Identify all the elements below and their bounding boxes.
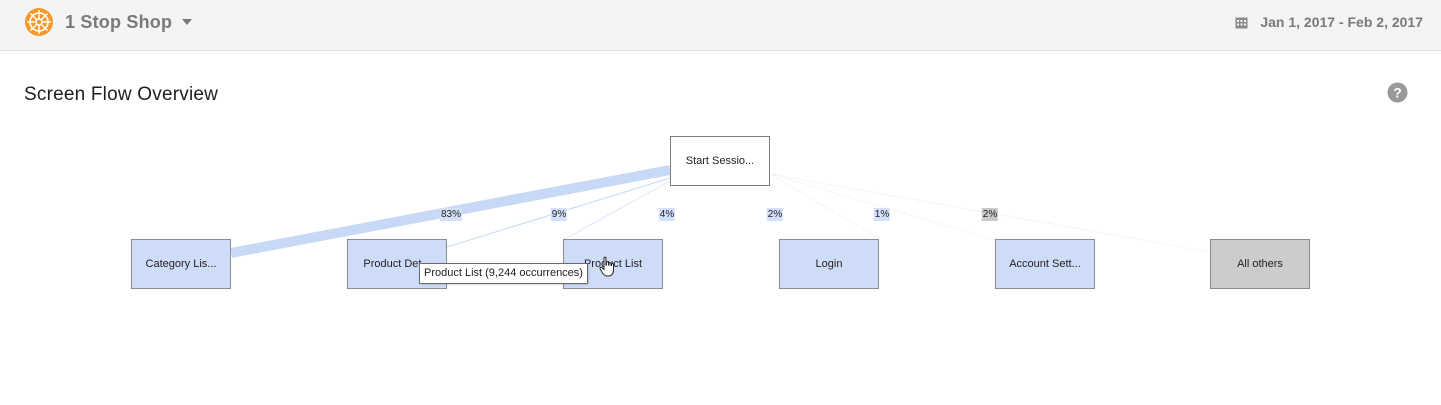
app-logo-icon[interactable] [24, 7, 54, 37]
page-title: Screen Flow Overview [24, 84, 219, 105]
link-percent-product-list: 4% [658, 208, 676, 221]
link-account-settings [769, 173, 996, 241]
link-percent-login: 2% [766, 208, 784, 221]
link-percent-account-settings: 1% [873, 208, 891, 221]
node-tooltip: Product List (9,244 occurrences) [419, 263, 588, 284]
date-range-picker[interactable]: Jan 1, 2017 - Feb 2, 2017 [1235, 14, 1423, 30]
link-percent-category-list: 83% [439, 208, 463, 221]
node-label: Product Det... [363, 258, 431, 270]
node-label: Category Lis... [145, 258, 217, 270]
node-account-settings[interactable]: Account Sett... [995, 239, 1095, 289]
top-bar: 1 Stop Shop Jan 1, 2017 - Feb 2, 2017 [0, 0, 1441, 51]
link-login [769, 173, 881, 240]
svg-text:?: ? [1393, 85, 1402, 101]
link-percent-product-details: 9% [550, 208, 568, 221]
hand-cursor-icon [599, 256, 614, 277]
node-all-others[interactable]: All others [1210, 239, 1310, 289]
node-label: Account Sett... [1009, 258, 1081, 270]
node-start-session[interactable]: Start Sessio... [670, 136, 770, 186]
date-range-text: Jan 1, 2017 - Feb 2, 2017 [1260, 14, 1423, 30]
app-name[interactable]: 1 Stop Shop [65, 12, 173, 32]
node-label: Login [815, 258, 843, 270]
node-login[interactable]: Login [779, 239, 879, 289]
help-icon[interactable]: ? [1387, 82, 1408, 103]
chevron-down-icon[interactable] [181, 18, 193, 26]
link-product-list [562, 180, 671, 241]
node-category-list[interactable]: Category Lis... [131, 239, 231, 289]
node-label: Start Sessio... [685, 155, 755, 167]
node-label: All others [1237, 258, 1283, 270]
calendar-icon [1235, 17, 1248, 28]
link-percent-all-others: 2% [981, 208, 999, 221]
